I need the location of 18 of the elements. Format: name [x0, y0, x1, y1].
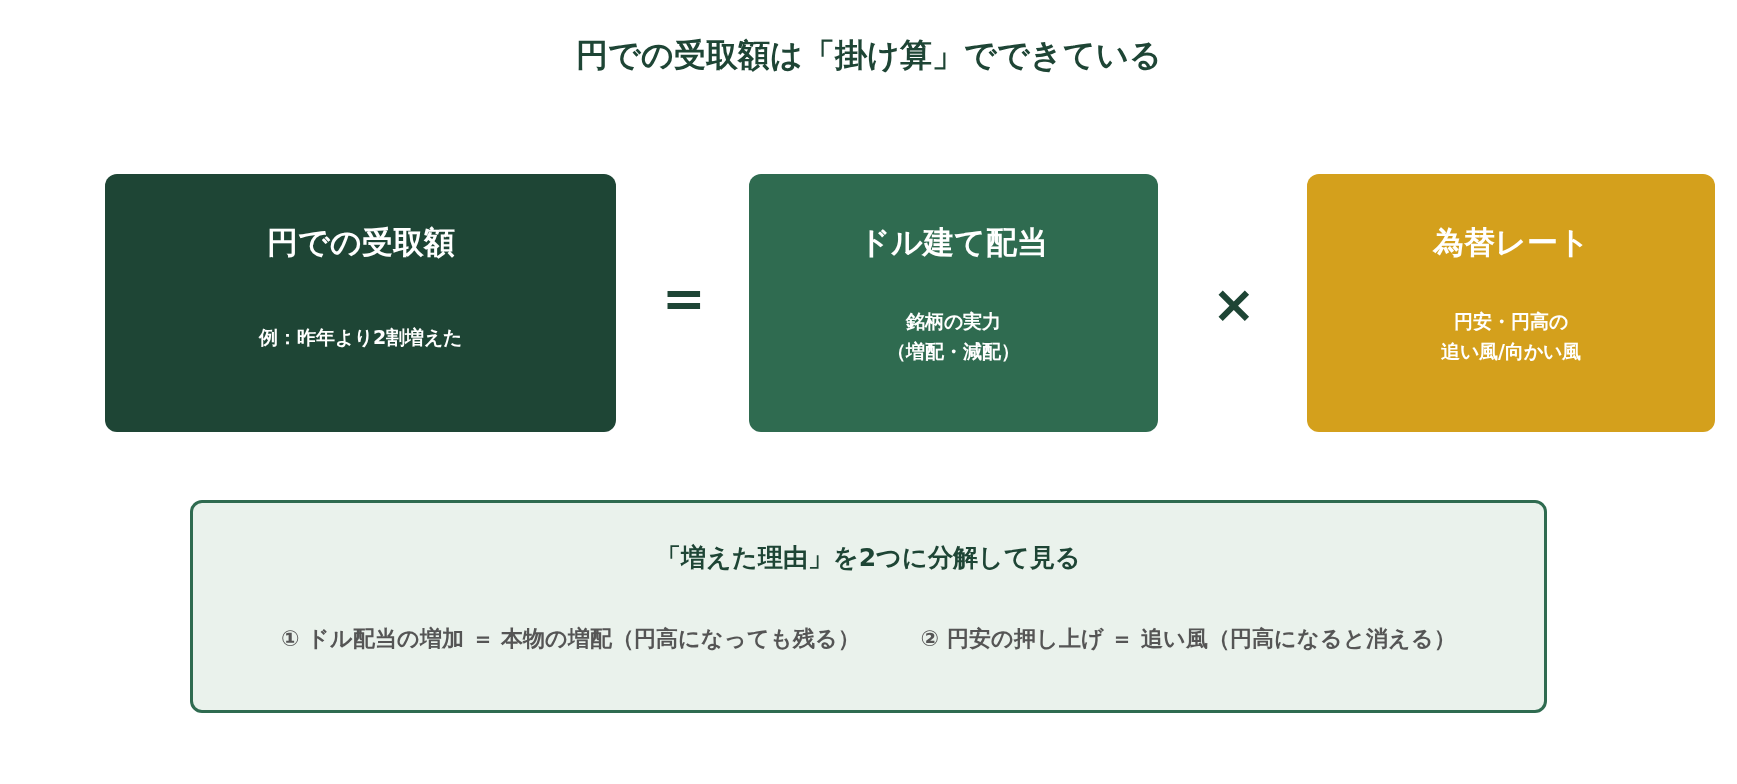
equals-sign: =: [662, 272, 706, 324]
breakdown-item: ② 円安の押し上げ ＝ 追い風（円高になると消える）: [920, 625, 1457, 653]
card-heading: ドル建て配当: [859, 223, 1048, 262]
formula-card: [105, 174, 616, 432]
card-description: 銘柄の実力: [904, 309, 1002, 334]
card-heading: 円での受取額: [266, 223, 455, 262]
summary-panel: [190, 500, 1547, 713]
card-heading: 「増えた理由」を2つに分解して見る: [655, 542, 1082, 574]
card-description: 例：昨年より2割増えた: [257, 325, 464, 350]
card-heading: 為替レート: [1432, 223, 1590, 262]
formula-card: [749, 174, 1158, 432]
breakdown-item: ① ドル配当の増加 ＝ 本物の増配（円高になっても残る）: [280, 625, 861, 653]
card-description: （増配・減配）: [886, 339, 1021, 365]
card-description: 追い風/向かい風: [1440, 339, 1582, 365]
card-description: 円安・円高の: [1453, 309, 1569, 334]
multiply-sign: ×: [1212, 278, 1256, 330]
formula-card: [1307, 174, 1715, 432]
diagram-title: 円での受取額は「掛け算」でできている: [575, 35, 1162, 76]
